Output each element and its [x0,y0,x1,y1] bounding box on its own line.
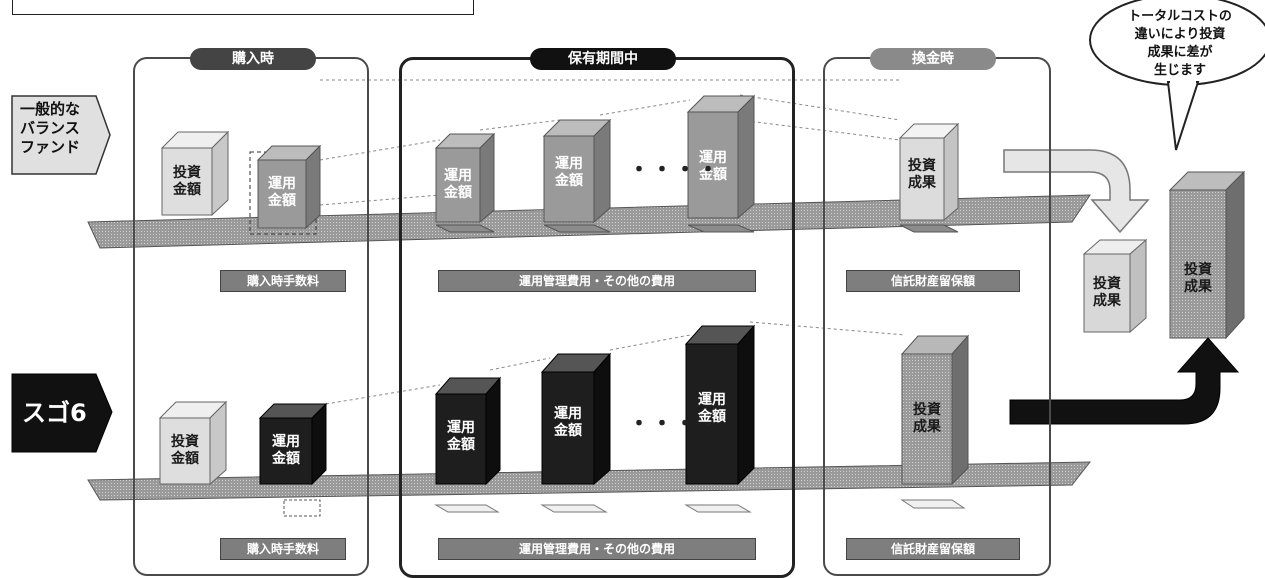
cube-managed-hold3-top-line2: 金額 [699,167,727,183]
cube-final-sugo6-text: 投資 成果 [1170,262,1226,296]
cube-managed-hold1-top-line1: 運用 [444,168,472,184]
cube-managed-hold2-top-line2: 金額 [555,173,583,189]
cube-managed-hold1-top-text: 運用 金額 [436,168,480,202]
cube-result-bottom [900,334,970,509]
cube-result-top-line1: 投資 [908,158,936,174]
phase-redemption: 換金時 [870,48,996,70]
cost-purchase-fee-bottom: 購入時手数料 [220,538,346,560]
cube-invest-bottom-line1: 投資 [171,434,199,450]
cube-final-general [1082,238,1148,334]
cube-final-sugo6 [1168,170,1246,340]
cube-managed-purchase-bottom-line1: 運用 [272,434,300,450]
cube-managed-hold3-top [686,94,756,233]
cube-managed-hold1-top [434,132,496,233]
cube-managed-hold1-bottom [434,376,502,513]
dots-top: ・・・・ [628,158,721,183]
cube-managed-purchase-top-line2: 金額 [268,193,296,209]
cost-trust-bottom: 信託財産留保額 [846,538,1020,560]
cube-final-sugo6-line2: 成果 [1184,279,1212,295]
callout-line1: トータルコストの [1128,9,1232,24]
cube-final-general-line2: 成果 [1093,293,1121,309]
cube-managed-hold3-bottom-line2: 金額 [698,409,726,425]
cube-final-general-line1: 投資 [1093,276,1121,292]
cube-managed-hold2-bottom-line2: 金額 [554,423,582,439]
cube-invest-top-line2: 金額 [173,182,201,198]
cube-final-sugo6-line1: 投資 [1184,262,1212,278]
fund-general-line1: 一般的な [20,100,81,118]
cube-result-bottom-text: 投資 成果 [902,402,952,436]
callout-line4: 生じます [1153,63,1206,78]
cube-managed-hold3-bottom-text: 運用 金額 [686,392,738,426]
cube-managed-hold1-top-line2: 金額 [444,185,472,201]
panel-redemption [823,57,1051,576]
cube-managed-purchase-top-line1: 運用 [268,176,296,192]
cost-trust-top: 信託財産留保額 [846,270,1020,292]
header-frame [12,0,474,15]
dots-bottom: ・・・・ [628,412,721,437]
callout-text: トータルコストの 違いにより投資 成果に差が 生じます [1094,8,1265,80]
cube-managed-purchase-bottom-text: 運用 金額 [260,434,312,468]
arrow-sugo6 [1009,337,1240,425]
callout-line3: 成果に差が [1147,45,1213,60]
cube-managed-hold3-top-line1: 運用 [699,150,727,166]
tag-sugo6 [11,373,113,453]
phase-holding: 保有期間中 [530,48,676,70]
cube-result-top-text: 投資 成果 [900,158,944,192]
fund-general-label: 一般的な バランス ファンド [20,100,80,157]
connector-lines-bottom [319,321,906,406]
cube-managed-hold2-top-text: 運用 金額 [544,156,594,190]
cube-managed-hold2-bottom-text: 運用 金額 [542,406,594,440]
cube-managed-hold3-bottom-line1: 運用 [698,392,726,408]
cube-invest-top [160,130,230,217]
cube-invest-top-line1: 投資 [173,165,201,181]
tag-general [11,95,111,175]
cube-result-bottom-line2: 成果 [913,419,941,435]
callout-line2: 違いにより投資 [1134,27,1226,42]
cost-management-top: 運用管理費用・その他の費用 [438,270,756,292]
cube-managed-purchase-bottom [258,402,328,517]
arrow-general [1003,149,1150,234]
connector-lines-top [319,79,901,206]
cube-invest-bottom [158,400,228,486]
cube-managed-hold2-top-line1: 運用 [555,156,583,172]
cube-invest-bottom-text: 投資 金額 [160,434,210,468]
cube-managed-purchase-top [249,144,322,235]
cube-result-bottom-line1: 投資 [913,402,941,418]
cube-invest-top-text: 投資 金額 [162,165,212,199]
cube-result-top-line2: 成果 [908,175,936,191]
cube-managed-hold1-bottom-text: 運用 金額 [436,420,486,454]
cost-purchase-fee-top: 購入時手数料 [220,270,346,292]
fund-general-line2: バランス [20,119,80,137]
callout-bubble [1089,0,1265,151]
cube-result-top [898,122,960,233]
cube-managed-hold2-top [542,118,612,233]
cube-managed-hold1-bottom-line2: 金額 [447,437,475,453]
fund-general-line3: ファンド [20,138,81,156]
fund-sugo6-label: スゴ6 [22,399,87,427]
cube-managed-purchase-top-text: 運用 金額 [258,176,306,210]
cube-final-general-text: 投資 成果 [1084,276,1130,310]
panel-holding [399,57,795,578]
cube-invest-bottom-line2: 金額 [171,451,199,467]
phase-purchase: 購入時 [190,48,316,70]
cube-managed-hold1-bottom-line1: 運用 [447,420,475,436]
cube-managed-purchase-bottom-line2: 金額 [272,451,300,467]
cube-managed-hold3-bottom [684,324,756,513]
cost-management-bottom: 運用管理費用・その他の費用 [438,538,756,560]
panel-purchase [133,57,369,576]
cube-managed-hold3-top-text: 運用 金額 [688,150,738,184]
cube-managed-hold2-bottom-line1: 運用 [554,406,582,422]
cube-managed-hold2-bottom [540,352,612,513]
